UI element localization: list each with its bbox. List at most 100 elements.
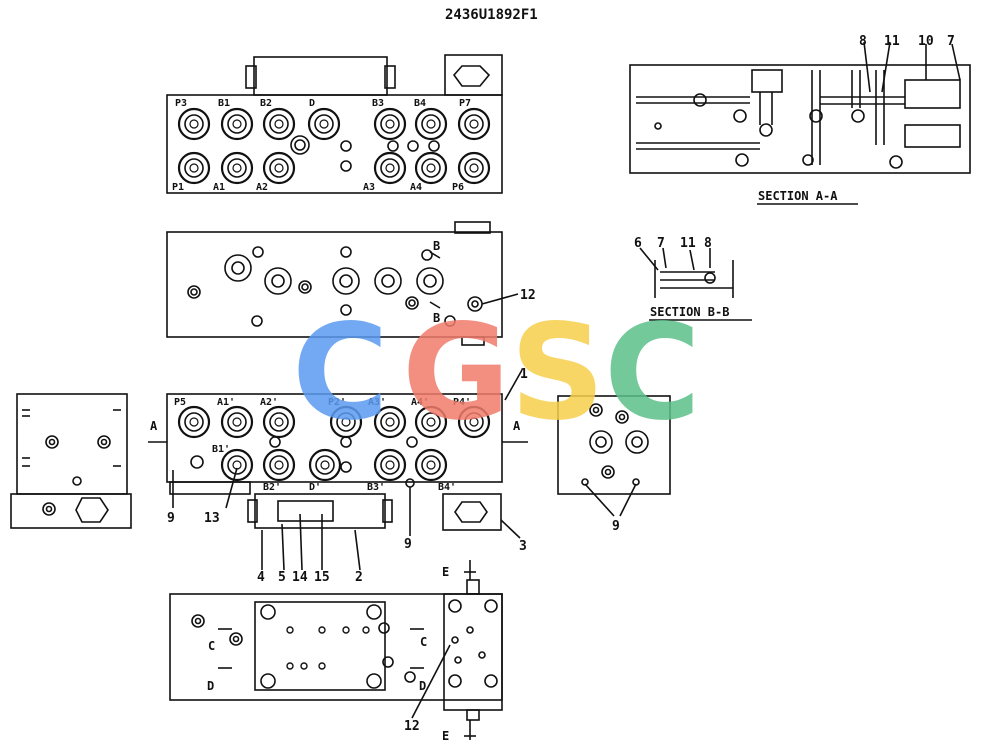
bolt-hole — [300, 662, 308, 670]
port-label-b2-prime: B2' — [263, 482, 281, 493]
bolt-hole — [342, 626, 350, 634]
front-view-solenoid-cap-right — [382, 499, 393, 523]
port-ring — [262, 448, 296, 482]
section-mark-c-left: C — [208, 639, 215, 653]
port-ring — [177, 107, 211, 141]
section-a-body — [629, 64, 971, 174]
bolt-hole — [286, 626, 294, 634]
port-label-d: D — [309, 98, 315, 109]
bottom-view-labels: C C D D E E 12 — [207, 565, 449, 743]
section-mark-d-left: D — [207, 679, 214, 693]
section-a-title: SECTION A-A — [758, 189, 838, 203]
port-ring — [414, 405, 448, 439]
port-label-b2: B2 — [260, 98, 272, 109]
bottom-view — [169, 560, 503, 740]
port-label-b4: B4 — [414, 98, 426, 109]
callout-2: 2 — [355, 570, 363, 585]
section-a-view — [629, 41, 971, 205]
bolt-hole — [362, 626, 370, 634]
top-view-solenoid — [253, 56, 388, 96]
front-view-small-ports — [190, 436, 418, 473]
port-label-b1: B1 — [218, 98, 230, 109]
callout-10-section-a: 10 — [918, 34, 934, 49]
port-label-b4-prime: B4' — [438, 482, 456, 493]
side-view-body — [166, 231, 503, 338]
right-end-view — [557, 395, 671, 517]
section-b-view — [639, 247, 752, 321]
port-ring — [262, 107, 296, 141]
port-ring — [457, 107, 491, 141]
bolt-hole — [318, 626, 326, 634]
port-ring — [373, 405, 407, 439]
port-label-p3: P3 — [175, 98, 187, 109]
callout-12-bottom: 12 — [404, 719, 420, 734]
callout-12-side: 12 — [520, 288, 536, 303]
bottom-view-body — [169, 593, 503, 701]
watermark-letter-1: C — [292, 296, 389, 450]
port-ring — [414, 448, 448, 482]
top-view-small-ports — [290, 135, 440, 172]
port-label-p6: P6 — [452, 182, 464, 193]
port-label-a2: A2 — [256, 182, 268, 193]
top-view-end-block — [444, 54, 503, 96]
section-b-labels: SECTION B-B 6 7 11 8 — [634, 236, 729, 319]
port-ring — [457, 405, 491, 439]
port-ring — [220, 107, 254, 141]
right-end-body — [557, 395, 671, 495]
top-view-hex-plug — [452, 65, 491, 87]
section-a-labels: SECTION A-A 8 11 10 7 — [758, 34, 955, 203]
section-mark-b-bottom: B — [433, 311, 440, 325]
left-end-body — [16, 393, 128, 495]
bottom-view-solenoid-plate — [254, 601, 386, 691]
port-label-b3-prime: B3' — [367, 482, 385, 493]
section-b-title: SECTION B-B — [650, 305, 729, 319]
port-label-a1-prime: A1' — [217, 397, 235, 408]
callout-5: 5 — [278, 570, 286, 585]
port-label-a4: A4 — [410, 182, 422, 193]
top-view-upper-ports — [177, 107, 491, 141]
watermark: C G S C — [292, 296, 701, 450]
port-ring — [308, 448, 342, 482]
section-mark-b-top: B — [433, 239, 440, 253]
port-label-p4-prime: P4' — [453, 397, 471, 408]
port-label-a1: A1 — [213, 182, 225, 193]
port-ring — [177, 151, 211, 185]
drawing-number: 2436U1892F1 — [445, 7, 538, 23]
port-label-p2-prime: P2' — [328, 397, 346, 408]
section-mark-e-top: E — [442, 565, 449, 579]
left-end-view — [10, 393, 132, 529]
callout-8-section-a: 8 — [859, 34, 867, 49]
bolt-hole — [286, 662, 294, 670]
section-mark-d-right: D — [419, 679, 426, 693]
callout-11-section-a: 11 — [884, 34, 900, 49]
front-view-nameplate — [277, 500, 334, 522]
front-view-labels: P5 A1' A2' P2' A3' A4' P4' B1' B2' D' B3… — [150, 367, 528, 585]
port-ring — [177, 405, 211, 439]
port-label-a3-prime: A3' — [368, 397, 386, 408]
port-ring — [414, 107, 448, 141]
callout-9-right: 9 — [612, 519, 620, 534]
callout-14: 14 — [292, 570, 308, 585]
port-ring — [457, 151, 491, 185]
top-view — [166, 54, 503, 194]
callout-13: 13 — [204, 511, 220, 526]
top-view-body — [166, 94, 503, 194]
section-mark-a-left: A — [150, 419, 158, 433]
watermark-letter-4: C — [604, 296, 701, 450]
port-label-d-prime: D' — [309, 482, 321, 493]
port-label-b3: B3 — [372, 98, 384, 109]
top-view-labels: P3 B1 B2 D B3 B4 P7 P1 A1 A2 A3 A4 P6 — [172, 98, 471, 193]
port-ring — [262, 151, 296, 185]
front-view-solenoid-cap-left — [247, 499, 258, 523]
watermark-letter-2: G — [402, 296, 510, 450]
port-ring — [414, 151, 448, 185]
port-ring — [220, 151, 254, 185]
callout-7-section-a: 7 — [947, 34, 955, 49]
front-view-lower-plate — [169, 481, 251, 495]
callout-7-section-b: 7 — [657, 236, 665, 251]
front-view-upper-ports — [177, 405, 491, 439]
left-end-base — [10, 493, 132, 529]
port-label-p1: P1 — [172, 182, 184, 193]
callout-9-front-left: 9 — [167, 511, 175, 526]
